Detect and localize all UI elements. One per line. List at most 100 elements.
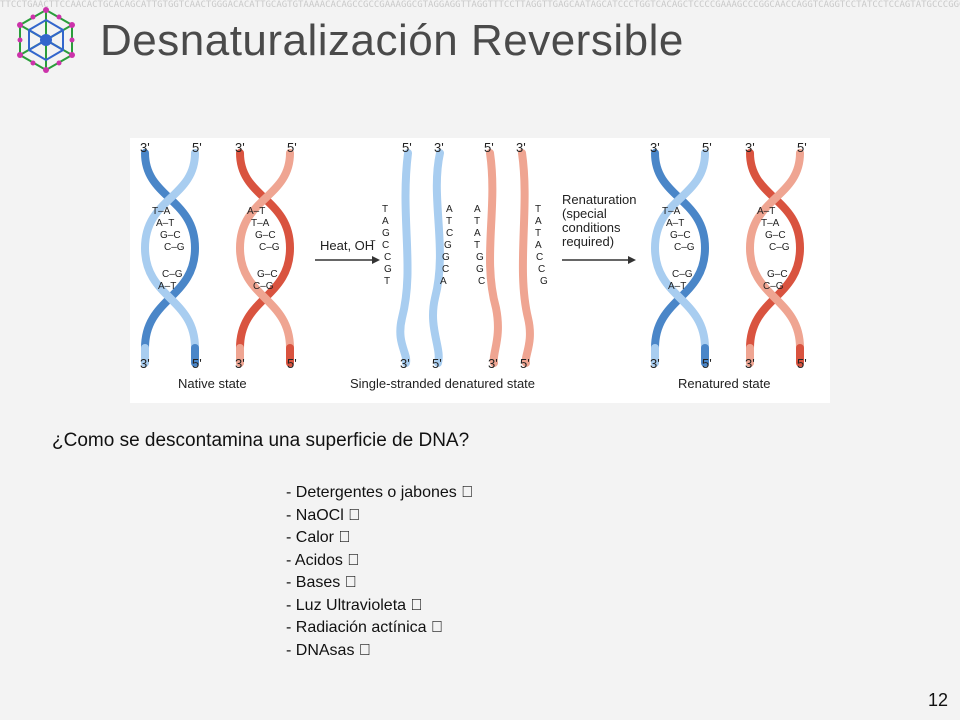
pair-label: C–G [674,242,695,253]
pair-label: A–T [156,218,174,229]
pair-label: G–C [255,230,276,241]
strand-base: G [476,252,484,263]
end-label: 5' [702,140,712,155]
pair-label: C–G [763,281,784,292]
pair-label: C–G [253,281,274,292]
strand-base: A [382,216,389,227]
list-item: - Radiación actínica   [286,619,443,636]
renatured-red-helix [745,149,805,367]
end-label: 3' [235,356,245,371]
strand-base: C [536,252,543,263]
pair-label: T–A [662,206,681,217]
strand-base: G [476,264,484,275]
renatured-blue-helix [650,149,710,367]
end-label: 3' [650,356,660,371]
renatured-state-label: Renatured state [678,376,771,391]
strand-base: A [535,240,542,251]
pair-label: C–G [672,269,693,280]
pair-label: G–C [767,269,788,280]
end-label: 5' [797,140,807,155]
end-label: 3' [488,356,498,371]
end-label: 5' [797,356,807,371]
strand-base: G [540,276,548,287]
renat-line: (special [562,206,607,221]
end-label: 3' [140,140,150,155]
end-label: 5' [484,140,494,155]
pair-label: A–T [666,218,684,229]
heat-superscript: − [370,236,376,247]
native-blue-pairs: T–A A–T G–C C–G C–G A–T [152,206,185,292]
page-number: 12 [927,690,948,710]
renat-line: conditions [562,220,621,235]
single-strands [396,149,534,367]
end-label: 5' [432,356,442,371]
strand-base: C [384,252,391,263]
strand-base: A [474,204,481,215]
slide-title: Desnaturalización Reversible [100,16,684,65]
native-blue-helix [140,149,200,367]
pair-label: C–G [769,242,790,253]
end-label: 3' [235,140,245,155]
methods-list: - Detergentes o jabones   - NaOCl   - Ca… [286,482,473,662]
pair-label: C–G [162,269,183,280]
question-text: ¿Como se descontamina una superficie de … [52,430,470,451]
list-item: - Detergentes o jabones   [286,484,474,501]
pair-label: A–T [757,206,775,217]
end-label: 3' [516,140,526,155]
pair-label: G–C [765,230,786,241]
end-label: 5' [192,356,202,371]
pair-label: G–C [257,269,278,280]
renat-line: required) [562,234,614,249]
end-label: 3' [745,140,755,155]
renat-line: Renaturation [562,192,636,207]
pair-label: G–C [160,230,181,241]
virus-logo-icon [17,7,75,73]
end-label: 5' [192,140,202,155]
strand-base: G [384,264,392,275]
end-label: 5' [402,140,412,155]
strand-base: A [535,216,542,227]
denatured-state-label: Single-stranded denatured state [350,376,535,391]
strand-base: T [474,216,480,227]
pair-label: T–A [152,206,171,217]
end-label: 3' [140,356,150,371]
end-label: 5' [520,356,530,371]
pair-label: A–T [668,281,686,292]
end-label: 3' [434,140,444,155]
list-item: - Calor   [286,529,351,546]
pair-label: T–A [761,218,780,229]
strand-base: T [382,204,388,215]
pair-label: A–T [158,281,176,292]
heat-arrow: Heat, OH − [315,236,380,264]
strand-base: A [474,228,481,239]
strand-base: T [384,276,390,287]
native-red-helix [235,149,295,367]
end-label: 3' [650,140,660,155]
end-label: 5' [702,356,712,371]
end-label: 3' [400,356,410,371]
strand-base: C [478,276,485,287]
strand-base: C [442,264,449,275]
pair-label: G–C [670,230,691,241]
end-label: 3' [745,356,755,371]
strand-base: A [446,204,453,215]
strand-base: T [535,228,541,239]
strand-base: G [382,228,390,239]
end-label: 5' [287,140,297,155]
strand-base: G [444,240,452,251]
list-item: - Bases   [286,574,357,591]
pair-label: C–G [164,242,185,253]
native-red-pairs: A–T T–A G–C C–G G–C C–G [247,206,280,292]
strand-base: A [440,276,447,287]
list-item: - Luz Ultravioleta   [286,596,423,614]
list-item: - DNAsas   [286,641,371,659]
strand-base: C [538,264,545,275]
pair-label: A–T [247,206,265,217]
strand-base: C [382,240,389,251]
heat-label: Heat, OH [320,238,374,253]
dna-denaturation-figure: T–A A–T G–C C–G C–G A–T 3' 5' 3' 5' A–T … [130,138,830,403]
strand-base: C [446,228,453,239]
renaturation-arrow: Renaturation (special conditions require… [562,192,636,264]
strand-base: G [442,252,450,263]
